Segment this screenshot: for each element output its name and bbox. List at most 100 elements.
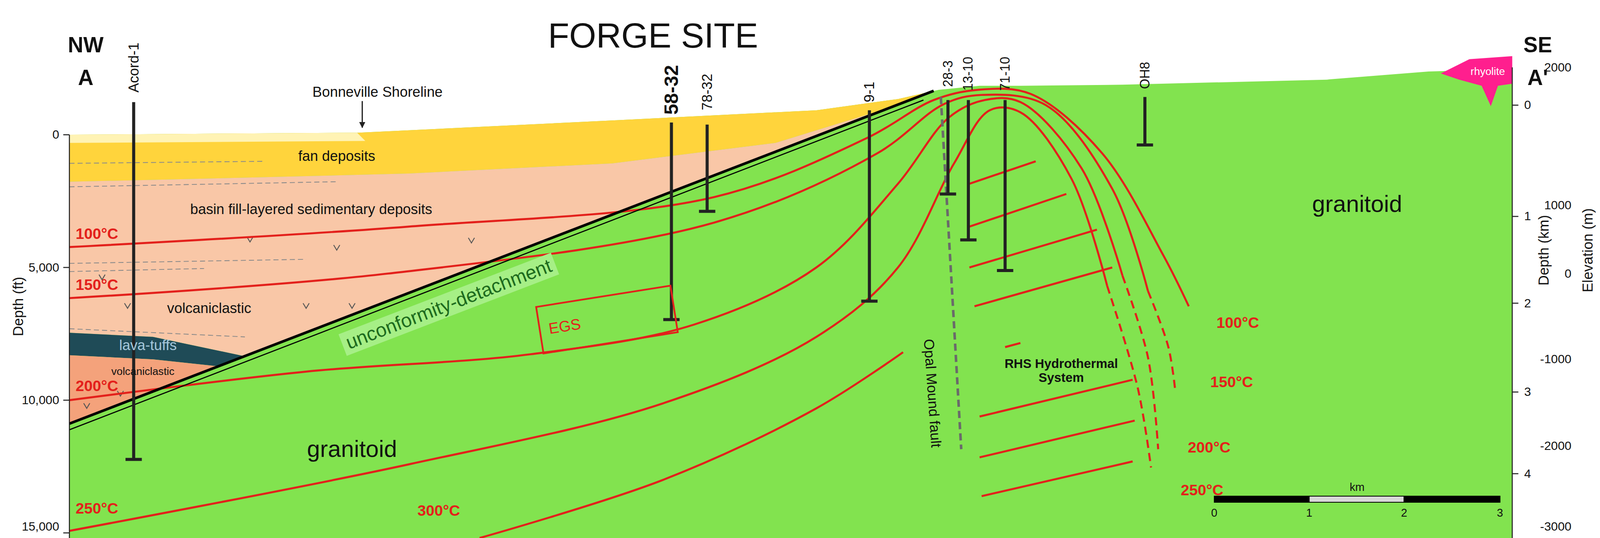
axis-tick: -2000 [1540, 439, 1572, 453]
system-label: RHS Hydrothermal System [1003, 356, 1119, 385]
unit-label: basin fill-layered sedimentary deposits [190, 201, 433, 217]
unit-label: fan deposits [298, 148, 376, 164]
axis-tick: 1000 [1544, 198, 1572, 212]
well-trace [996, 99, 1014, 271]
v-mark [303, 302, 310, 309]
section-end: NW [67, 33, 104, 57]
well-trace [663, 122, 680, 320]
isotherm-line [979, 420, 1135, 458]
section-end: A [77, 65, 94, 90]
isotherm-line [69, 88, 1189, 306]
scale-unit: km [1349, 480, 1365, 493]
isotherm-label: 250°C [75, 499, 119, 517]
unit-label: volcaniclastic [111, 365, 175, 378]
axis-tick: 2 [1524, 296, 1532, 310]
v-mark [124, 302, 131, 309]
axis-title: Depth (km) [1535, 214, 1552, 286]
isotherm-line [969, 229, 1098, 268]
isotherms [69, 88, 1189, 538]
axis-tick: 1 [1524, 209, 1532, 224]
shoreline-deposit [69, 132, 366, 143]
scale-tick: 3 [1496, 505, 1503, 519]
axis-title: Depth (ft) [10, 276, 27, 336]
axis-tick: -1000 [1540, 352, 1572, 367]
scale-tick: 0 [1211, 505, 1218, 519]
isotherm-line [1107, 285, 1152, 468]
v-mark [468, 237, 475, 244]
unit-label: granitoid [307, 436, 398, 462]
well-trace [698, 124, 716, 212]
axis-tick: 0 [1564, 266, 1572, 281]
isotherm-line [479, 352, 904, 538]
well-trace [1136, 96, 1153, 145]
detachment-line [69, 90, 934, 424]
layer-lines [69, 161, 337, 337]
v-mark [333, 244, 340, 251]
section-end: SE [1523, 33, 1553, 57]
axis-tick: 15,000 [21, 519, 60, 534]
isotherm-line [979, 379, 1133, 417]
unit-label: granitoid [1311, 191, 1403, 217]
axis-tick: 10,000 [21, 393, 60, 407]
well-trace [125, 101, 142, 460]
v-mark [349, 302, 356, 309]
right-axis [1512, 67, 1519, 538]
scale-tick: 2 [1400, 505, 1407, 519]
box-label: EGS [547, 315, 583, 338]
isotherm-line [1005, 342, 1021, 347]
isotherm-line [1122, 275, 1159, 449]
feature-label: Bonneville Shoreline [312, 84, 443, 100]
well-name: OH8 [1137, 61, 1153, 90]
isotherm-line [981, 461, 1133, 496]
rhyolite-body [1440, 56, 1513, 107]
diagram-title: FORGE SITE [548, 15, 759, 56]
axis-tick: 5,000 [28, 260, 60, 275]
well-name: 13-10 [961, 56, 976, 91]
well-name: 71-10 [997, 56, 1013, 91]
isotherm-label: 300°C [417, 501, 461, 519]
isotherm-label: 100°C [1216, 314, 1260, 332]
isotherm-label: 100°C [75, 225, 119, 243]
detachment-line [69, 99, 924, 430]
left-axis [63, 134, 70, 538]
isotherm-line [974, 267, 1112, 306]
wells [125, 96, 1153, 459]
isotherm-label: 150°C [75, 276, 119, 294]
well-name: Acord-1 [125, 42, 142, 93]
unit-label: volcaniclastic [167, 300, 252, 316]
isotherm-label: 200°C [1187, 438, 1231, 456]
well-trace [939, 99, 956, 194]
granitoid-body [69, 69, 1512, 538]
well-trace [861, 110, 878, 302]
axis-tick: 0 [1524, 98, 1532, 112]
basin-fill [69, 105, 899, 356]
isotherm-line [969, 161, 1036, 184]
well-name: 28-3 [940, 60, 956, 87]
unit-label: rhyolite [1470, 65, 1506, 78]
lower-volcaniclastic [69, 355, 220, 424]
isotherm-label: 150°C [1210, 373, 1254, 391]
isotherm-line [69, 94, 1148, 299]
isotherm-line [69, 107, 1108, 531]
opal-mound-fault-line [940, 96, 962, 449]
v-mark [83, 403, 90, 409]
unit-label: lava-tuffs [118, 337, 177, 353]
axis-title: Elevation (m) [1579, 207, 1596, 292]
isotherm-label: 250°C [1180, 481, 1224, 499]
isotherm-line [969, 193, 1067, 227]
well-name: 58-32 [660, 64, 682, 115]
well-trace [960, 99, 977, 240]
axis-tick: 0 [52, 128, 60, 142]
axis-tick: -3000 [1540, 519, 1572, 534]
shoreline-arrow [361, 101, 363, 128]
axis-tick: 3 [1524, 385, 1532, 399]
axis-tick: 4 [1524, 466, 1532, 481]
well-name: 78-32 [699, 73, 716, 111]
well-name: 9-1 [861, 81, 878, 102]
scale-bar [1214, 495, 1501, 502]
scale-tick: 1 [1305, 505, 1312, 519]
axis-tick: 2000 [1544, 60, 1572, 75]
isotherm-label: 200°C [75, 377, 119, 395]
